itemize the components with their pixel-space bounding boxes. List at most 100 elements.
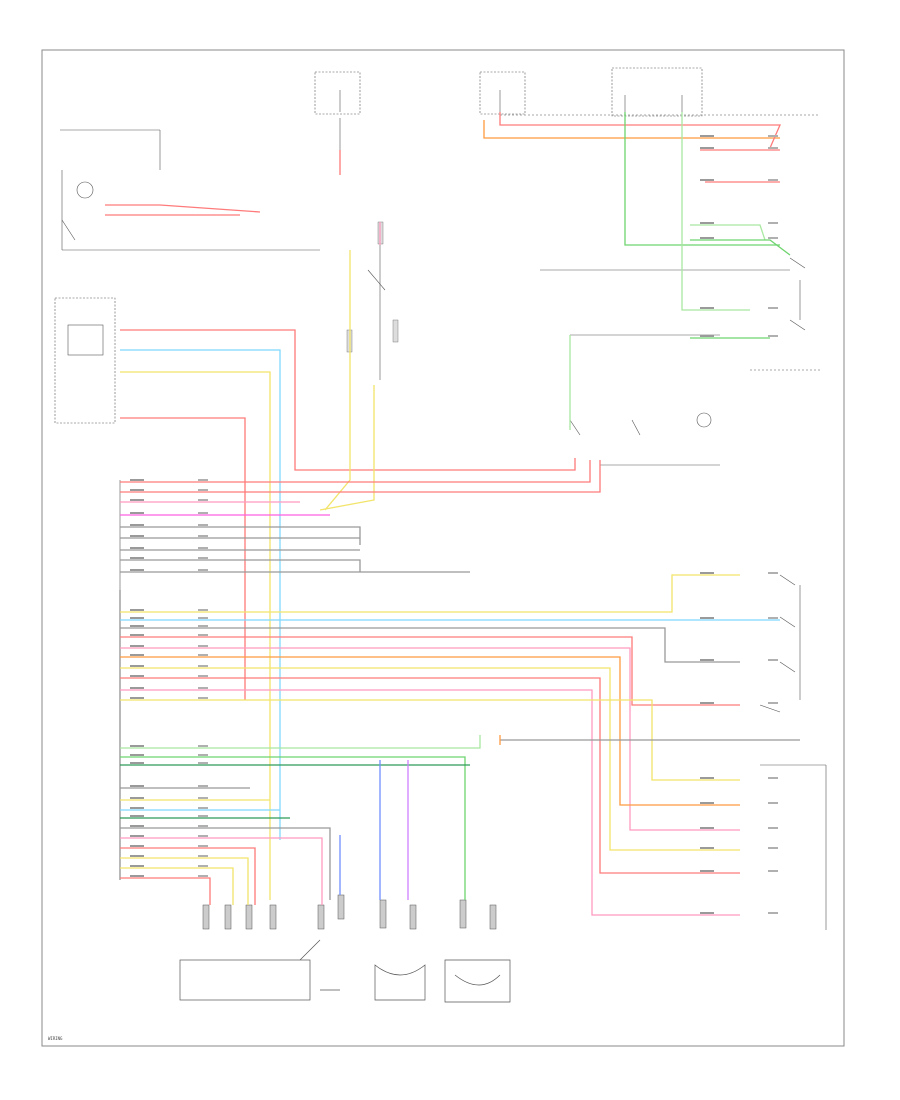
label-mark [768, 335, 778, 337]
label-mark [130, 687, 144, 689]
wire-gray [120, 526, 361, 545]
wire-green [120, 756, 466, 900]
label-mark [130, 499, 144, 501]
diagram-frame [41, 49, 845, 1047]
label-mark [700, 870, 714, 872]
label-mark [768, 307, 778, 309]
label-mark [130, 797, 144, 799]
label-mark [198, 865, 208, 867]
wire-pink [120, 689, 740, 916]
wire-red [120, 636, 740, 706]
label-mark [700, 777, 714, 779]
label-mark [768, 777, 778, 779]
wire-orange [120, 656, 740, 806]
label-mark [700, 847, 714, 849]
label-mark [768, 147, 778, 149]
label-mark [198, 762, 208, 764]
label-mark [768, 827, 778, 829]
left-module-upper [54, 297, 116, 424]
label-mark [130, 547, 144, 549]
wire-yellow [120, 867, 234, 905]
wire-yellow [120, 667, 740, 851]
label-mark [130, 645, 144, 647]
label-mark [768, 659, 778, 661]
label-mark [700, 135, 714, 137]
wire-ltgreen [690, 224, 766, 241]
label-mark [130, 489, 144, 491]
label-mark [768, 617, 778, 619]
wire-red [120, 677, 740, 874]
label-mark [130, 815, 144, 817]
label-mark [700, 912, 714, 914]
label-mark [700, 659, 714, 661]
wire-red [499, 112, 781, 149]
label-mark [130, 855, 144, 857]
label-mark [700, 237, 714, 239]
label-mark [130, 745, 144, 747]
label-mark [130, 785, 144, 787]
label-mark [130, 865, 144, 867]
label-mark [130, 609, 144, 611]
label-mark [130, 634, 144, 636]
label-mark [198, 855, 208, 857]
label-mark [198, 815, 208, 817]
label-mark [130, 754, 144, 756]
label-mark [198, 512, 208, 514]
label-mark [130, 512, 144, 514]
wire-ltblue [120, 349, 281, 840]
label-mark [198, 524, 208, 526]
label-mark [130, 654, 144, 656]
center-switches [339, 118, 386, 380]
wire-orange [483, 120, 780, 139]
label-mark [130, 675, 144, 677]
right-switches [759, 574, 801, 713]
label-mark [198, 825, 208, 827]
label-mark [198, 845, 208, 847]
label-mark [768, 847, 778, 849]
bottom-connector-pins [202, 894, 497, 930]
label-mark [130, 697, 144, 699]
wire-red [120, 460, 591, 483]
right-top-relays [540, 257, 820, 371]
label-mark [700, 802, 714, 804]
label-mark [700, 827, 714, 829]
label-mark [700, 572, 714, 574]
label-mark [700, 147, 714, 149]
label-mark [198, 687, 208, 689]
wire-red [120, 329, 576, 471]
label-mark [198, 785, 208, 787]
label-mark [198, 634, 208, 636]
wire-pink [120, 647, 740, 831]
label-mark [130, 665, 144, 667]
label-mark [768, 870, 778, 872]
label-mark [198, 617, 208, 619]
diagram-watermark: WIRING [48, 1036, 63, 1041]
top-left-sensor [60, 129, 320, 251]
label-mark [198, 625, 208, 627]
label-mark [198, 797, 208, 799]
label-mark [130, 807, 144, 809]
middle-right-module [569, 334, 720, 466]
label-mark [198, 609, 208, 611]
label-mark [130, 479, 144, 481]
label-mark [768, 135, 778, 137]
wire-gray [120, 827, 331, 900]
label-mark [768, 572, 778, 574]
label-glyphs [130, 135, 778, 914]
label-mark [768, 222, 778, 224]
label-mark [700, 222, 714, 224]
wire-green [624, 112, 780, 246]
wire-red [120, 460, 601, 493]
right-sensor-box [760, 764, 827, 930]
label-mark [198, 645, 208, 647]
wire-harness [105, 112, 800, 916]
label-mark [130, 762, 144, 764]
label-mark [130, 845, 144, 847]
wire-yellow [120, 574, 740, 613]
wire-yellow [324, 250, 351, 511]
wire-yellow [319, 385, 375, 511]
label-mark [768, 237, 778, 239]
label-mark [198, 835, 208, 837]
wire-pink [120, 837, 323, 905]
